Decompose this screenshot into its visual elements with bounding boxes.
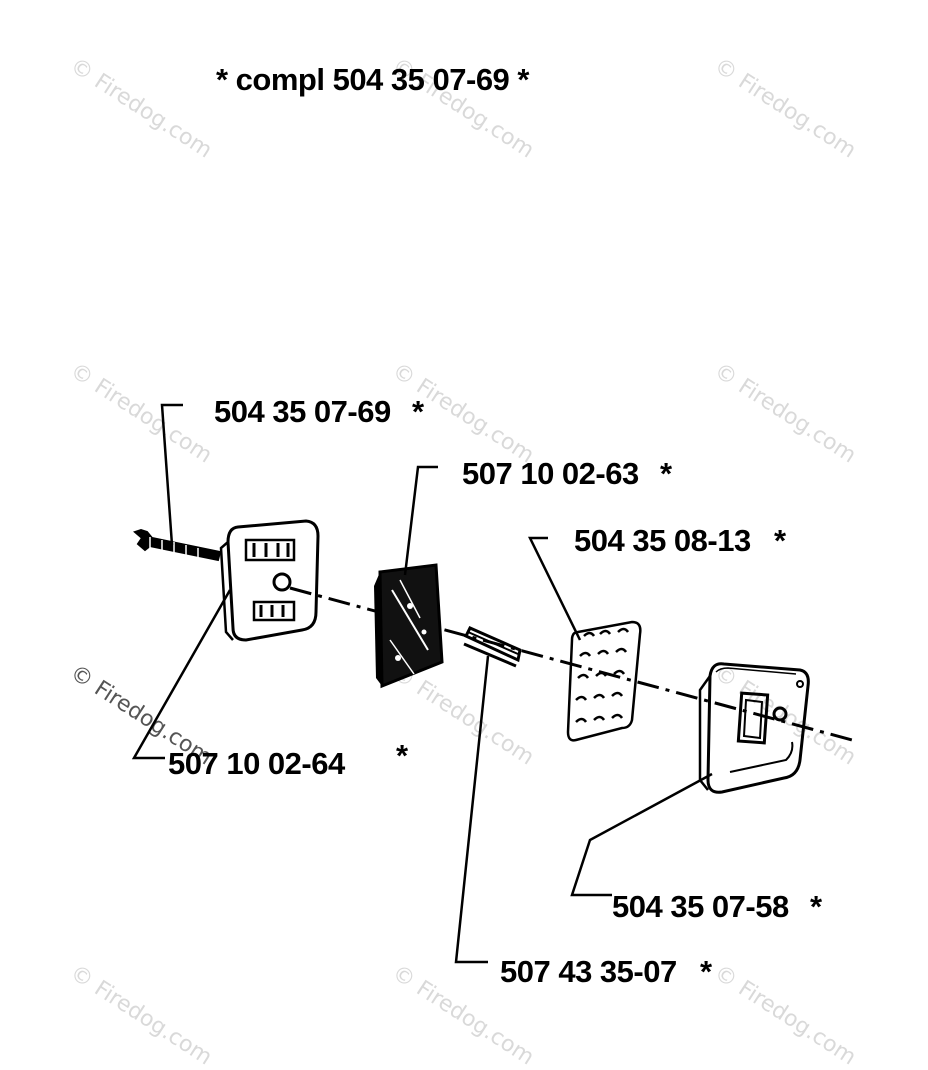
rear-housing-part (698, 662, 810, 794)
replacement-mark: * (660, 456, 672, 491)
part-number: 504 35 07-69 (214, 394, 391, 429)
gasket-part (463, 626, 522, 668)
part-number: 507 10 02-63 (462, 456, 639, 491)
leader-spark-screen (527, 536, 582, 641)
replacement-mark: * (774, 523, 786, 558)
part-number: 504 35 08-13 (574, 523, 751, 558)
filter-pad-part (374, 563, 444, 689)
exploded-view-drawing (131, 403, 853, 964)
assembly-title: * compl 504 35 07-69 * (216, 62, 529, 97)
parts-diagram: © Firedog.com © Firedog.com © Firedog.co… (65, 53, 860, 1070)
leader-gasket (454, 655, 490, 964)
front-cover-part (219, 519, 320, 642)
replacement-mark: * (700, 954, 712, 989)
replacement-mark: * (412, 394, 424, 429)
leader-rear-housing (570, 772, 713, 897)
replacement-mark: * (396, 738, 408, 773)
screw-part (133, 528, 222, 562)
leader-front-cover (131, 589, 232, 760)
part-number: 507 43 35-07 (500, 954, 677, 989)
leader-screw (160, 403, 183, 546)
replacement-mark: * (810, 889, 822, 924)
leader-filter-pad (403, 465, 438, 576)
part-number: 507 10 02-64 (168, 746, 345, 781)
spark-screen-part (566, 620, 642, 742)
leader-lines (131, 403, 713, 964)
part-number: 504 35 07-58 (612, 889, 789, 924)
